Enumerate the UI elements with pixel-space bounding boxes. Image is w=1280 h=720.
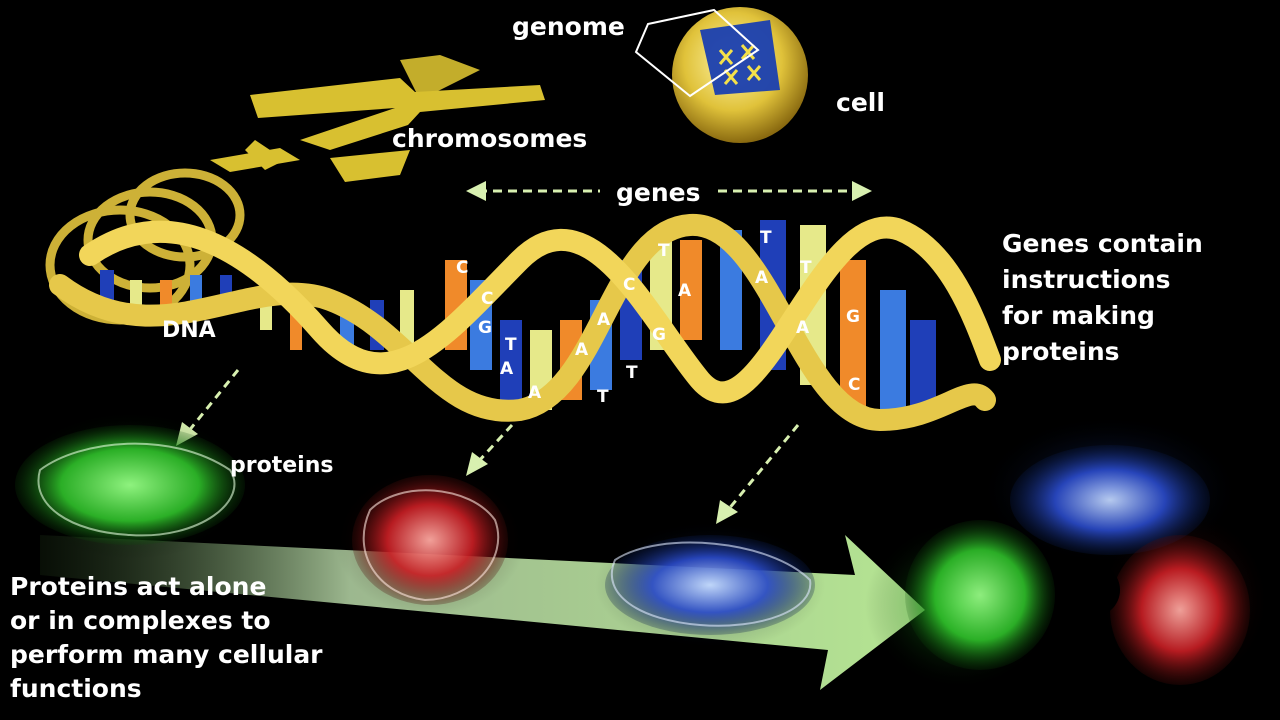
base-letter: A — [528, 383, 542, 403]
protein-green — [10, 410, 250, 560]
proteins-caption-line: perform many cellular — [10, 640, 323, 669]
base-pair — [880, 290, 906, 410]
dna-helix — [45, 168, 1001, 432]
cell-label: cell — [836, 88, 885, 117]
protein-blue — [595, 520, 825, 650]
proteins-caption-line: or in complexes to — [10, 606, 271, 635]
genome-label: genome — [512, 12, 625, 41]
protein-complex — [865, 415, 1270, 690]
base-pair — [190, 275, 202, 305]
base-pair — [910, 320, 936, 410]
base-letters: C C G T A A A A T C T G T A T A T A G C — [456, 228, 860, 407]
base-letter: T — [626, 363, 638, 383]
proteins-caption-line: functions — [10, 674, 142, 703]
base-letter: C — [623, 275, 635, 295]
base-letter: A — [597, 310, 611, 330]
base-letter: T — [760, 228, 772, 248]
genes-caption-line: proteins — [1002, 337, 1120, 366]
base-letter: T — [505, 335, 517, 355]
base-letter: T — [597, 387, 609, 407]
genes-span-arrow — [466, 181, 872, 201]
base-letter: T — [658, 241, 670, 261]
base-pair — [400, 290, 414, 350]
genes-caption-line: instructions — [1002, 265, 1171, 294]
base-letter: A — [575, 340, 589, 360]
genes-caption-line: Genes contain — [1002, 229, 1203, 258]
base-pair — [500, 320, 522, 400]
base-letter: C — [481, 289, 493, 309]
protein-red — [335, 465, 525, 615]
base-letter: A — [500, 359, 514, 379]
base-pair — [840, 260, 866, 410]
genes-caption-line: for making — [1002, 301, 1155, 330]
base-letter: G — [652, 325, 666, 345]
base-letter: A — [678, 281, 692, 301]
genes-label: genes — [616, 178, 701, 207]
chromosomes-label: chromosomes — [392, 124, 588, 153]
base-letter: G — [478, 318, 492, 338]
proteins-label: proteins — [230, 453, 334, 478]
base-letter: A — [796, 318, 810, 338]
base-letter: A — [755, 268, 769, 288]
base-letter: C — [848, 375, 860, 395]
base-pair — [680, 240, 702, 340]
proteins-caption: Proteins act alone or in complexes to pe… — [10, 570, 323, 706]
chromosomes-illustration — [210, 55, 545, 182]
base-letter: G — [846, 307, 860, 327]
base-pair — [100, 270, 114, 300]
base-letter: C — [456, 258, 468, 278]
dna-label: DNA — [162, 318, 216, 343]
genome-pointer — [634, 8, 760, 98]
base-letter: T — [800, 258, 812, 278]
genes-caption: Genes contain instructions for making pr… — [1002, 226, 1203, 370]
cell-illustration — [634, 7, 808, 143]
proteins-caption-line: Proteins act alone — [10, 572, 267, 601]
